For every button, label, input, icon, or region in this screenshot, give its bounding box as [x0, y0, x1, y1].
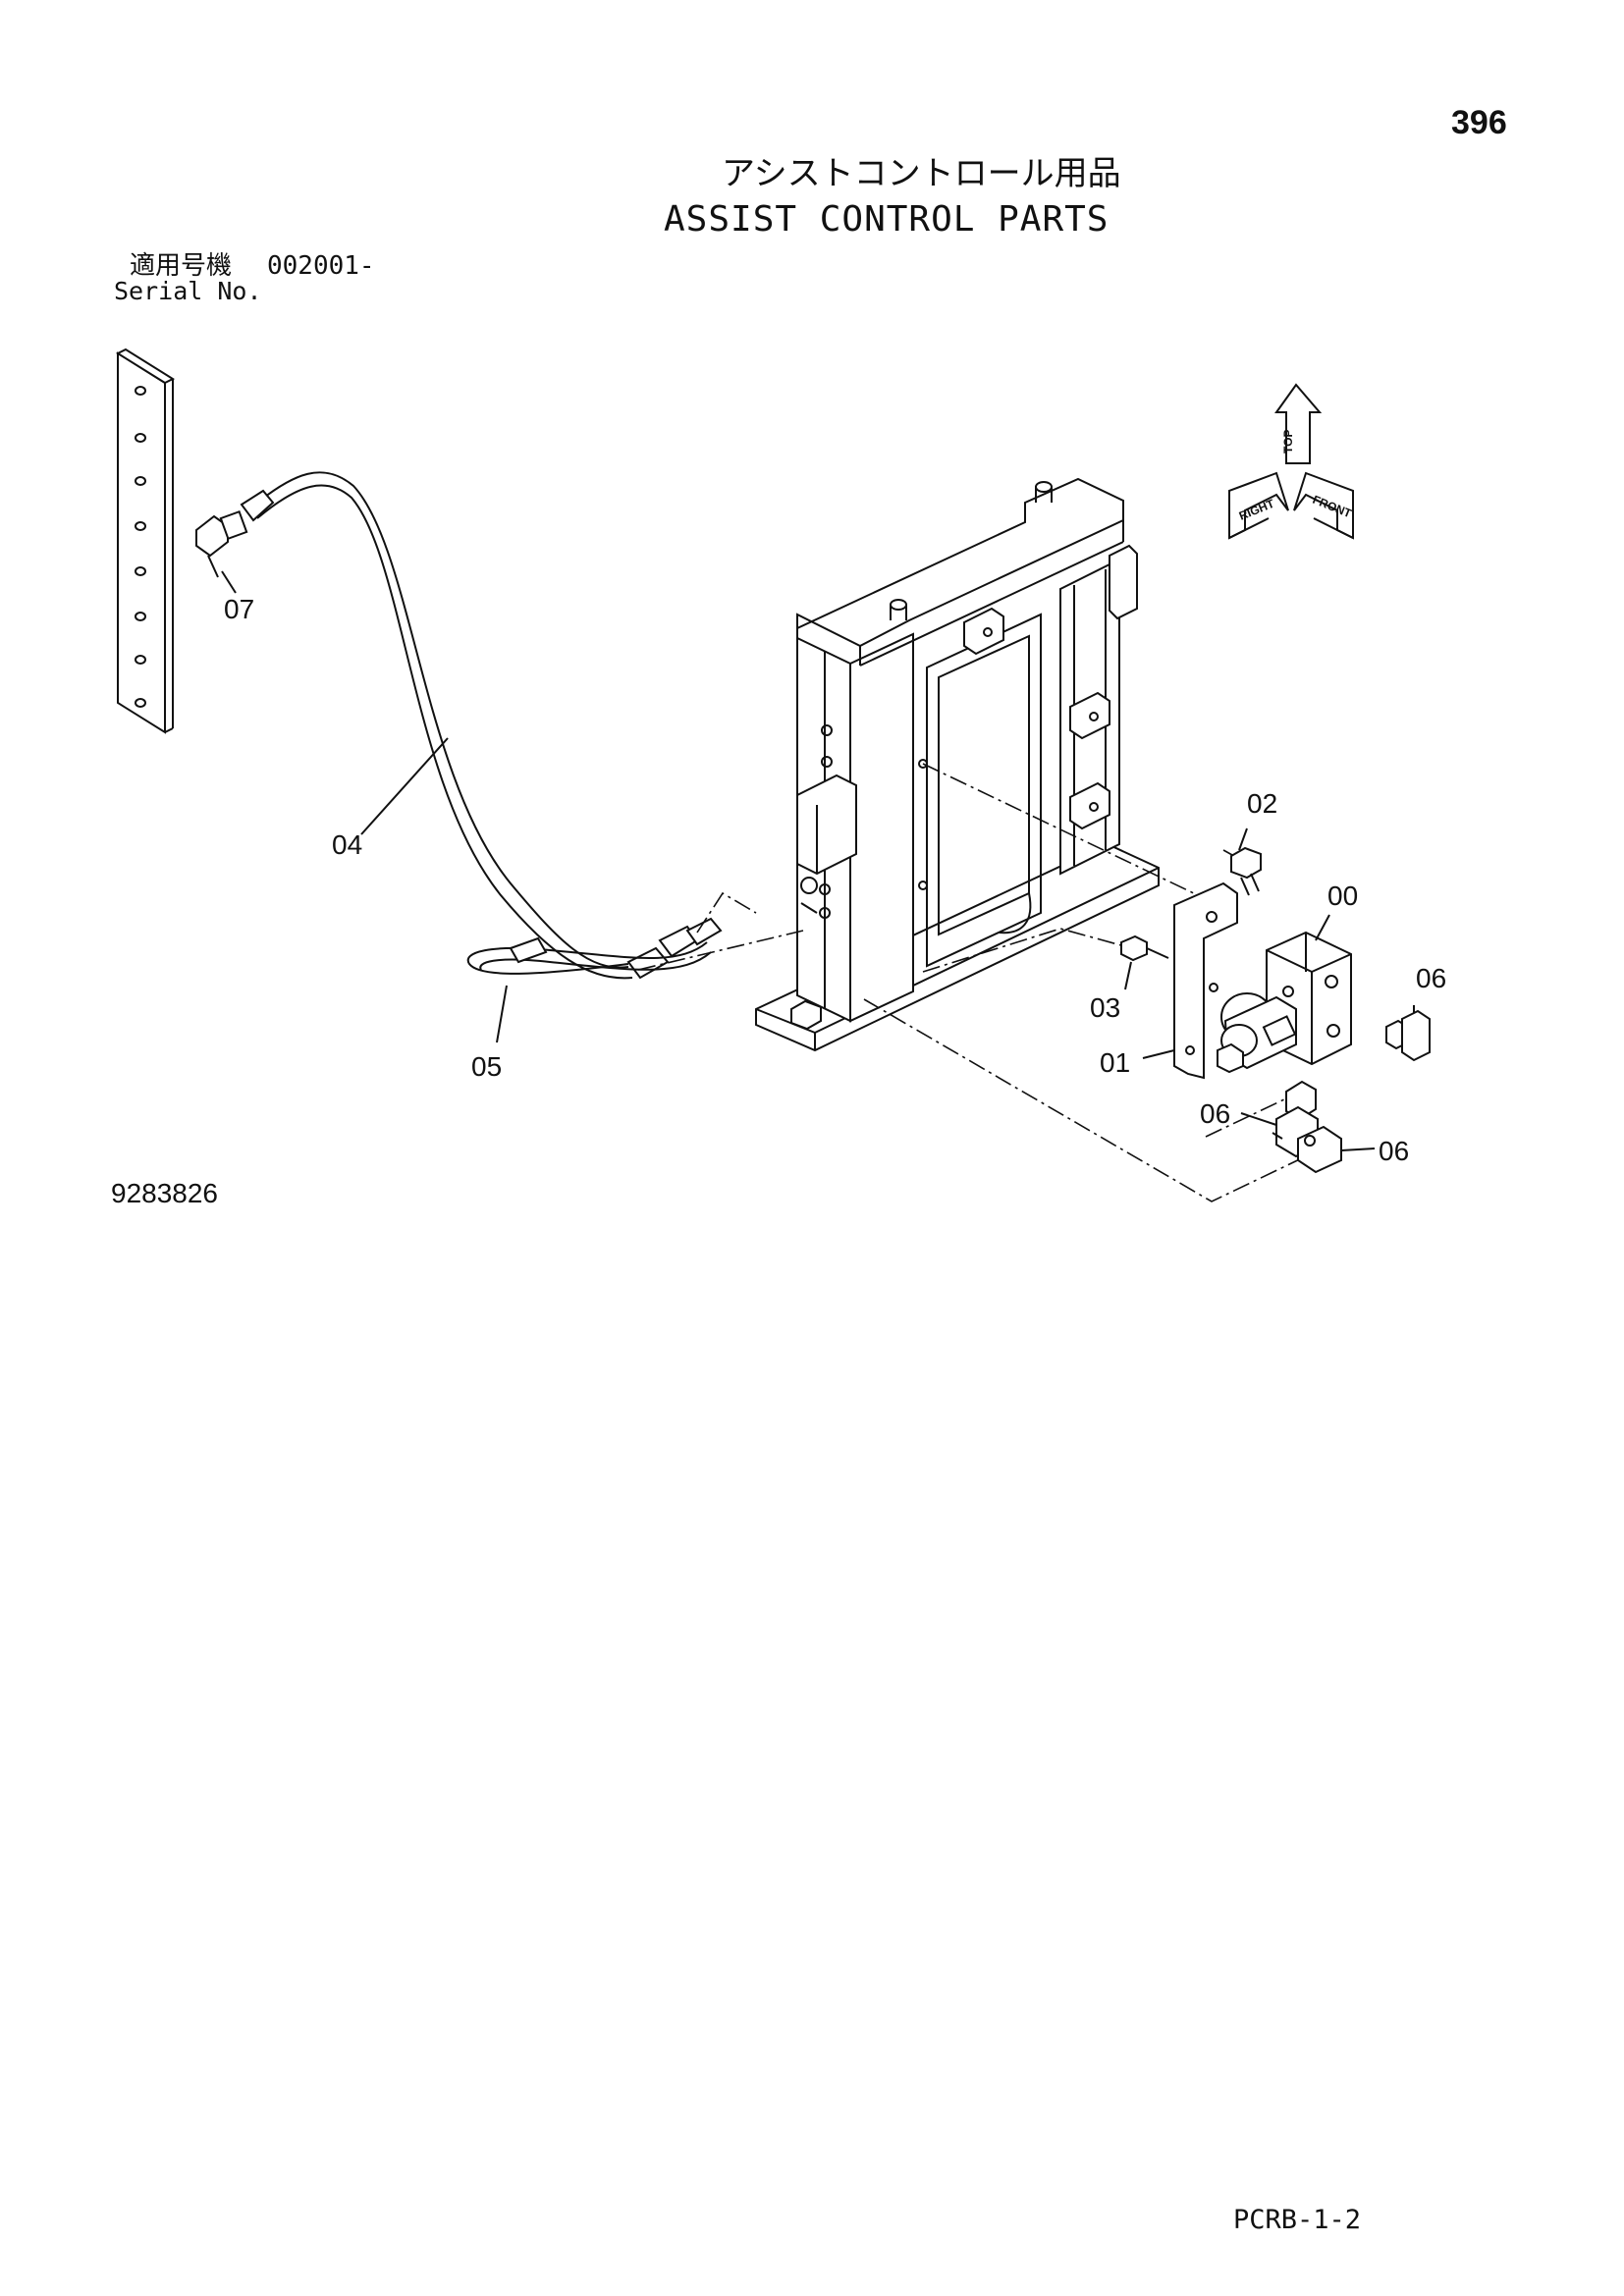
serial-label-japanese: 適用号機: [130, 251, 233, 281]
valve-assembly-00: [1217, 931, 1352, 1074]
mounting-strip: [115, 347, 176, 734]
part-label-00: 00: [1327, 881, 1358, 911]
bolt-03: [1120, 934, 1169, 962]
part-label-05: 05: [471, 1051, 502, 1082]
main-frame: [755, 477, 1160, 1052]
part-label-06-middle: 06: [1200, 1098, 1230, 1129]
fittings-06-bottom: [1272, 1080, 1342, 1174]
part-label-04: 04: [332, 829, 362, 860]
bolt-02: [1230, 846, 1262, 896]
fitting-07: [195, 509, 248, 578]
part-label-07: 07: [224, 594, 254, 624]
part-label-03: 03: [1090, 992, 1120, 1023]
page-title-english: ASSIST CONTROL PARTS: [664, 199, 1110, 240]
leader-lines: [221, 570, 1415, 1151]
page-title-japanese: アシストコントロール用品: [722, 154, 1121, 193]
drawing-number: 9283826: [111, 1178, 219, 1208]
elbow-fitting-06-right: [1385, 1009, 1431, 1062]
footer-page-code: PCRB-1-2: [1233, 2205, 1362, 2235]
part-label-01: 01: [1100, 1047, 1130, 1078]
part-label-06-right: 06: [1416, 963, 1446, 993]
serial-label-english: Serial No.: [114, 277, 262, 305]
assembly-centerlines: [637, 763, 1307, 1202]
orientation-indicator-icon: TOP RIGHT FRONT: [1228, 383, 1354, 540]
hose-04: [240, 471, 699, 980]
page-number: 396: [1451, 104, 1507, 141]
orientation-top-label: TOP: [1281, 430, 1295, 454]
part-label-06-bottom: 06: [1379, 1136, 1409, 1166]
part-label-02: 02: [1247, 788, 1277, 819]
strip-holes: [135, 386, 146, 708]
serial-number-value: 002001-: [267, 251, 375, 281]
bracket-plate-01: [1173, 881, 1238, 1080]
